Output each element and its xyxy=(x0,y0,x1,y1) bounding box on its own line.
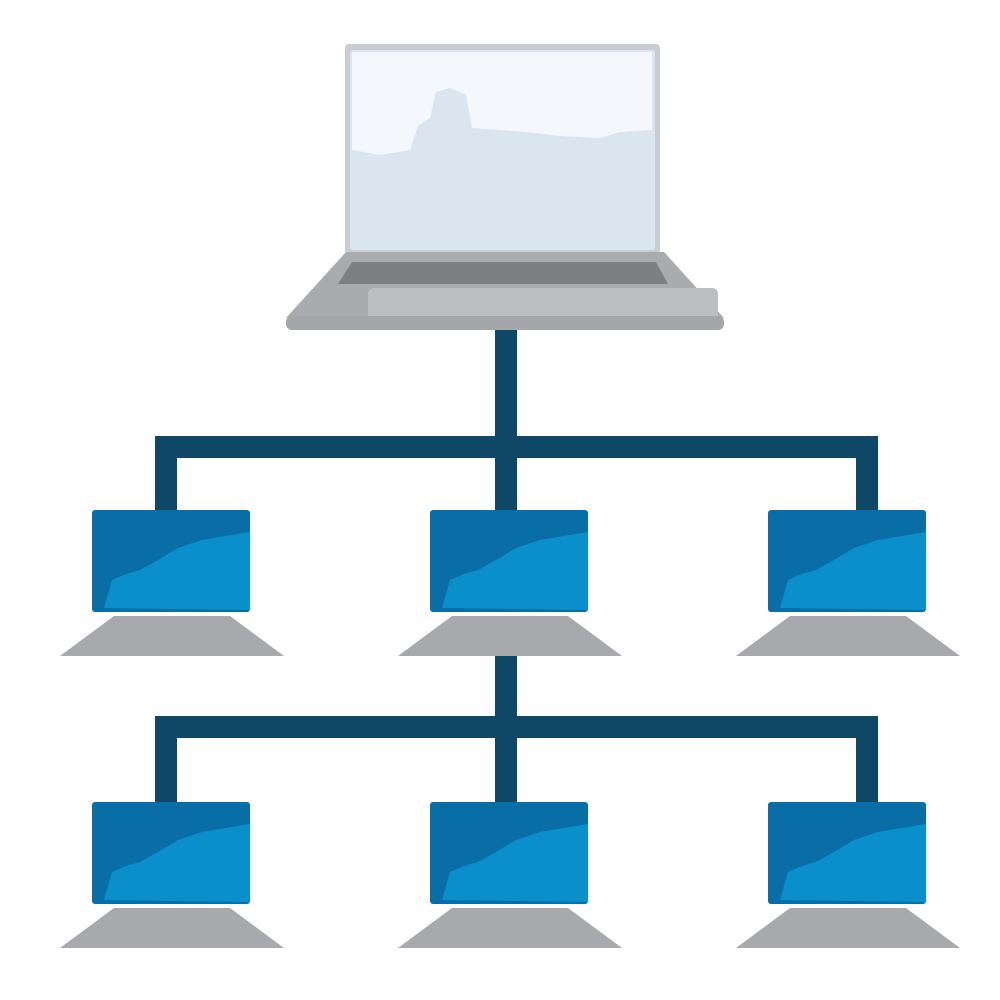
client-laptops xyxy=(60,510,960,948)
client-keyboard-base xyxy=(60,908,284,948)
server-trackpad xyxy=(368,288,718,324)
server-base-edge xyxy=(286,316,724,330)
client-keyboard-base xyxy=(398,616,622,656)
client-screen-highlight xyxy=(780,824,926,902)
client-screen-highlight xyxy=(104,824,250,902)
server-laptop-icon xyxy=(286,44,724,330)
level-1-drop-line xyxy=(856,436,878,512)
client-keyboard-base xyxy=(736,908,960,948)
level-1-drop-line xyxy=(495,436,517,512)
client-keyboard-base xyxy=(60,616,284,656)
client-3-laptop-icon xyxy=(736,510,960,656)
connector-lines xyxy=(155,330,878,806)
client-screen-highlight xyxy=(780,532,926,610)
client-4-laptop-icon xyxy=(60,802,284,948)
client-screen-highlight xyxy=(442,824,588,902)
level-1-drop-line xyxy=(155,436,177,512)
root-trunk-line xyxy=(495,330,517,460)
client-6-laptop-icon xyxy=(736,802,960,948)
client-keyboard-base xyxy=(736,616,960,656)
client-2-laptop-icon xyxy=(398,510,622,656)
level-2-drop-line xyxy=(155,716,177,806)
server-screen-highlight xyxy=(352,52,652,155)
client-screen-highlight xyxy=(104,532,250,610)
client-5-laptop-icon xyxy=(398,802,622,948)
server-keyboard xyxy=(338,262,668,284)
level-2-drop-line xyxy=(856,716,878,806)
level-2-drop-line xyxy=(495,716,517,806)
client-1-laptop-icon xyxy=(60,510,284,656)
client-screen-highlight xyxy=(442,532,588,610)
client-keyboard-base xyxy=(398,908,622,948)
